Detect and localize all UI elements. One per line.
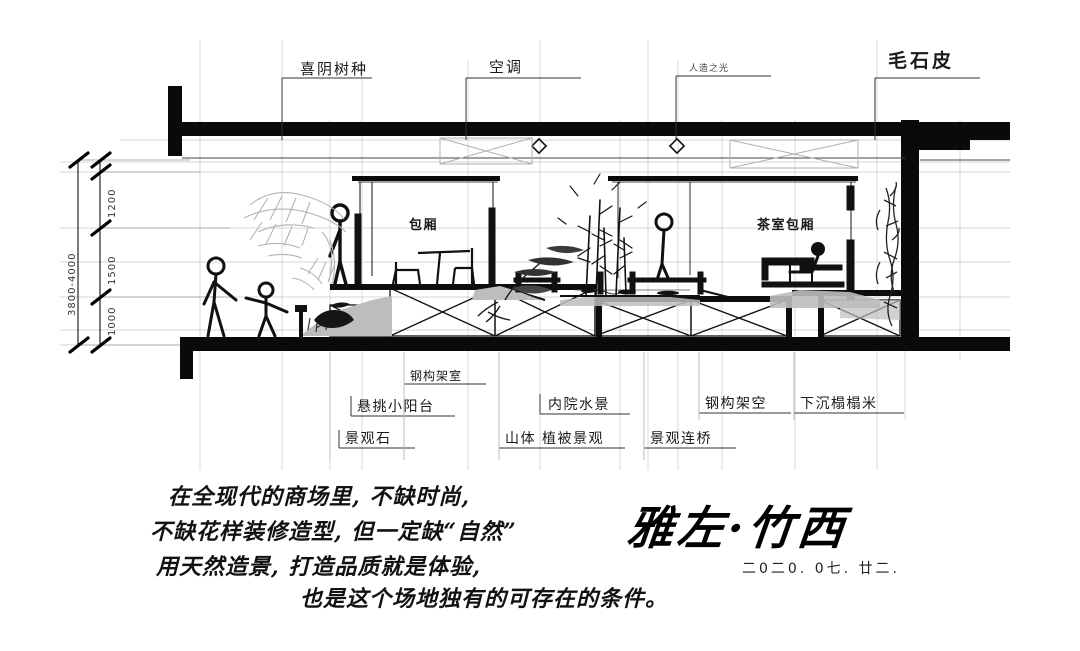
bollard-light xyxy=(295,305,307,337)
pine-bonsai xyxy=(477,245,584,323)
ceiling-lines xyxy=(182,157,1010,183)
figure-seated-tearoom xyxy=(788,242,825,274)
rough-stone-planting xyxy=(875,181,900,327)
ceiling-duct-sketch xyxy=(439,137,859,169)
figure-child-left xyxy=(244,281,289,338)
dimension-chain xyxy=(68,151,230,354)
construction-grid xyxy=(60,40,1010,470)
figure-standing-bridge xyxy=(654,212,674,282)
private-box-furniture xyxy=(391,248,476,285)
note-line-1: 在全现代的商场里, 不缺时尚, xyxy=(168,484,470,510)
top-leader-lines xyxy=(281,75,980,140)
note-line-2: 不缺花样装修造型, 但一定缺“自然” xyxy=(150,519,517,545)
figure-standing-plaza xyxy=(328,203,350,290)
bamboo-cluster xyxy=(557,173,647,297)
tea-room-furniture xyxy=(761,257,845,288)
note-line-4: 也是这个场地独有的可存在的条件。 xyxy=(300,586,669,612)
figure-adult-left xyxy=(202,256,238,338)
bottom-rule-lines xyxy=(329,352,904,460)
signature-date: 二0二0. 0七. 廿二. xyxy=(742,561,900,577)
landscape-bridge-rail xyxy=(597,271,707,295)
handwritten-note: 在全现代的商场里, 不缺时尚, 不缺花样装修造型, 但一定缺“自然” 用天然造景… xyxy=(150,486,670,610)
shade-tree-canopy xyxy=(243,192,347,291)
signature-title: 雅左·竹西 xyxy=(624,501,851,555)
ceiling-light-fixture xyxy=(530,137,686,155)
landscape-stone-mass xyxy=(314,302,354,328)
building-shell xyxy=(168,86,1010,379)
note-line-3: 用天然造景, 打造品质就是体验, xyxy=(156,554,481,580)
